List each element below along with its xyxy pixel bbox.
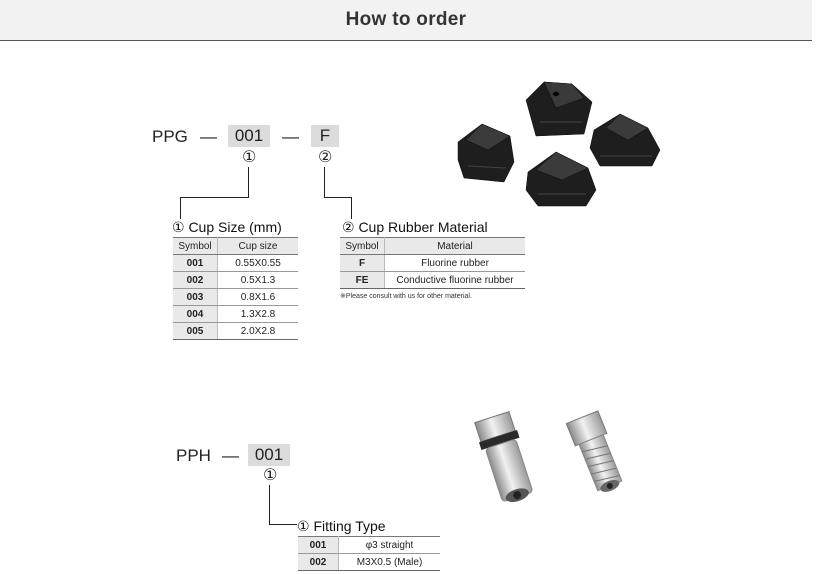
table-row: 002 M3X0.5 (Male) (298, 553, 440, 571)
table-row: F Fluorine rubber (340, 254, 525, 272)
symbol-cell: 004 (173, 305, 218, 323)
table-header-row: Symbol Material (340, 237, 525, 255)
pph-dash: — (222, 446, 239, 465)
table-row: 001 0.55X0.55 (173, 254, 298, 272)
value-cell: 0.5X1.3 (217, 271, 298, 289)
fitting-product-image (474, 410, 623, 502)
ppg-code-rubber: F (311, 125, 339, 147)
pph-prefix: PPH (176, 446, 211, 465)
value-cell: M3X0.5 (Male) (338, 553, 440, 571)
ppg-marker-2: ② (318, 149, 333, 166)
connector-line (180, 197, 181, 219)
ppg-marker-1: ① (242, 149, 257, 166)
symbol-cell: 002 (173, 271, 218, 289)
symbol-cell: F (340, 254, 385, 272)
connector-line (180, 197, 249, 198)
material-note: ※Please consult with us for other materi… (340, 293, 472, 300)
value-cell: Conductive fluorine rubber (384, 271, 525, 289)
ppg-dash-2: — (282, 127, 299, 146)
pph-code-fitting: 001 (248, 444, 290, 466)
pph-marker-1: ① (263, 467, 278, 484)
table-row: 002 0.5X1.3 (173, 271, 298, 289)
connector-line (324, 167, 325, 198)
rubber-material-title: ② Cup Rubber Material (342, 219, 488, 235)
value-cell: Fluorine rubber (384, 254, 525, 272)
connector-line (248, 167, 249, 198)
table-row: 005 2.0X2.8 (173, 322, 298, 340)
rubber-material-table: Symbol Material F Fluorine rubber FE Con… (340, 237, 525, 289)
connector-line (324, 197, 352, 198)
connector-line (351, 197, 352, 219)
column-header: Material (384, 237, 525, 255)
header-bar: How to order (0, 0, 812, 41)
column-header: Cup size (217, 237, 298, 255)
value-cell: 1.3X2.8 (217, 305, 298, 323)
cup-size-title: ① Cup Size (mm) (172, 219, 282, 235)
connector-line (269, 524, 297, 525)
symbol-cell: 001 (298, 536, 339, 554)
symbol-cell: 005 (173, 322, 218, 340)
page-title: How to order (345, 9, 467, 30)
table-row: 004 1.3X2.8 (173, 305, 298, 323)
column-header: Symbol (173, 237, 218, 255)
fitting-type-title: ① Fitting Type (297, 518, 386, 534)
ppg-code-cup-size: 001 (228, 125, 270, 147)
rubber-cup-product-image (457, 81, 661, 207)
symbol-cell: 003 (173, 288, 218, 306)
value-cell: 0.55X0.55 (217, 254, 298, 272)
symbol-cell: FE (340, 271, 385, 289)
table-row: 003 0.8X1.6 (173, 288, 298, 306)
table-row: 001 φ3 straight (298, 536, 440, 554)
cup-size-table: Symbol Cup size 001 0.55X0.55 002 0.5X1.… (173, 237, 298, 340)
symbol-cell: 002 (298, 553, 339, 571)
value-cell: φ3 straight (338, 536, 440, 554)
ppg-prefix: PPG (152, 127, 188, 146)
table-row: FE Conductive fluorine rubber (340, 271, 525, 289)
value-cell: 0.8X1.6 (217, 288, 298, 306)
fitting-type-table: 001 φ3 straight 002 M3X0.5 (Male) (298, 536, 440, 571)
connector-line (269, 485, 270, 525)
table-header-row: Symbol Cup size (173, 237, 298, 255)
value-cell: 2.0X2.8 (217, 322, 298, 340)
symbol-cell: 001 (173, 254, 218, 272)
column-header: Symbol (340, 237, 385, 255)
ppg-dash-1: — (200, 127, 217, 146)
